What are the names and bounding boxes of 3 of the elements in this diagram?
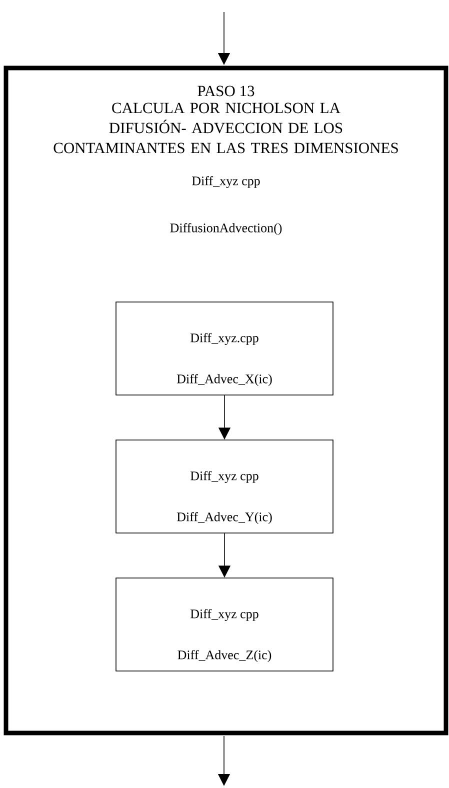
process-box: Diff_xyz cpp Diff_Advec_Y(ic) [116,440,334,534]
process-box: Diff_xyz cpp Diff_Advec_Z(ic) [116,578,334,672]
process-box: Diff_xyz.cpp Diff_Advec_X(ic) [116,302,334,396]
